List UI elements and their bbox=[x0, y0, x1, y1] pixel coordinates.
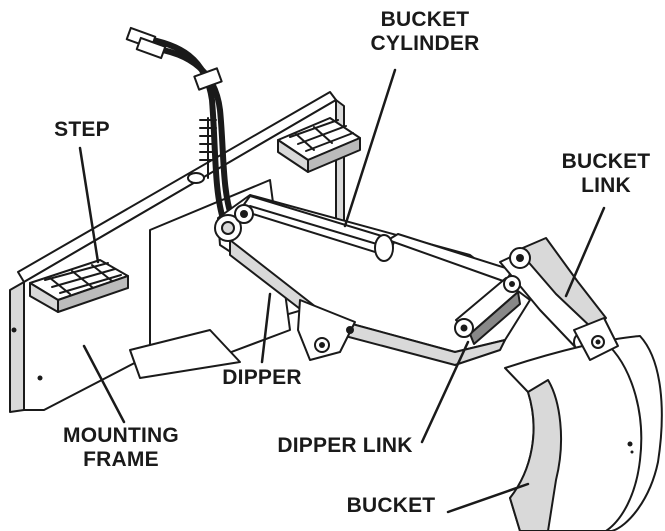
label-dipper-link-text: DIPPER LINK bbox=[277, 434, 413, 457]
label-mounting-frame-line2: FRAME bbox=[83, 448, 159, 471]
leader-dipper bbox=[260, 292, 272, 364]
bucket-drawing bbox=[504, 317, 663, 531]
leader-bucket-link bbox=[564, 206, 606, 298]
dipper-drawing bbox=[214, 194, 531, 366]
label-bucket-text: BUCKET bbox=[346, 494, 436, 517]
label-mounting-frame-line1: MOUNTING bbox=[63, 424, 179, 447]
label-bucket-cylinder: BUCKET CYLINDER bbox=[360, 8, 490, 56]
leader-mounting-frame bbox=[82, 344, 126, 424]
hydraulic-hoses-drawing bbox=[125, 26, 235, 225]
label-bucket-link: BUCKET LINK bbox=[556, 150, 656, 198]
dipper-link-drawing bbox=[454, 275, 521, 345]
label-bucket-link-line1: BUCKET bbox=[561, 150, 651, 173]
bucket-cylinder-drawing bbox=[234, 195, 513, 283]
label-dipper: DIPPER bbox=[212, 366, 312, 390]
label-dipper-text: DIPPER bbox=[222, 366, 302, 389]
label-bucket-cylinder-line1: BUCKET bbox=[380, 8, 470, 31]
label-bucket: BUCKET bbox=[336, 494, 446, 518]
leader-dipper-link bbox=[420, 340, 470, 444]
leader-step bbox=[78, 146, 100, 264]
label-dipper-link: DIPPER LINK bbox=[250, 434, 440, 458]
label-step: STEP bbox=[42, 118, 122, 142]
label-bucket-link-line2: LINK bbox=[581, 174, 631, 197]
leader-lines bbox=[78, 68, 606, 514]
left-step-drawing bbox=[29, 259, 129, 313]
label-mounting-frame: MOUNTING FRAME bbox=[46, 424, 196, 472]
label-bucket-cylinder-line2: CYLINDER bbox=[370, 32, 480, 55]
leader-bucket bbox=[446, 482, 530, 514]
right-step-drawing bbox=[277, 117, 361, 173]
label-step-text: STEP bbox=[54, 118, 110, 141]
leader-bucket-cylinder bbox=[343, 68, 397, 228]
